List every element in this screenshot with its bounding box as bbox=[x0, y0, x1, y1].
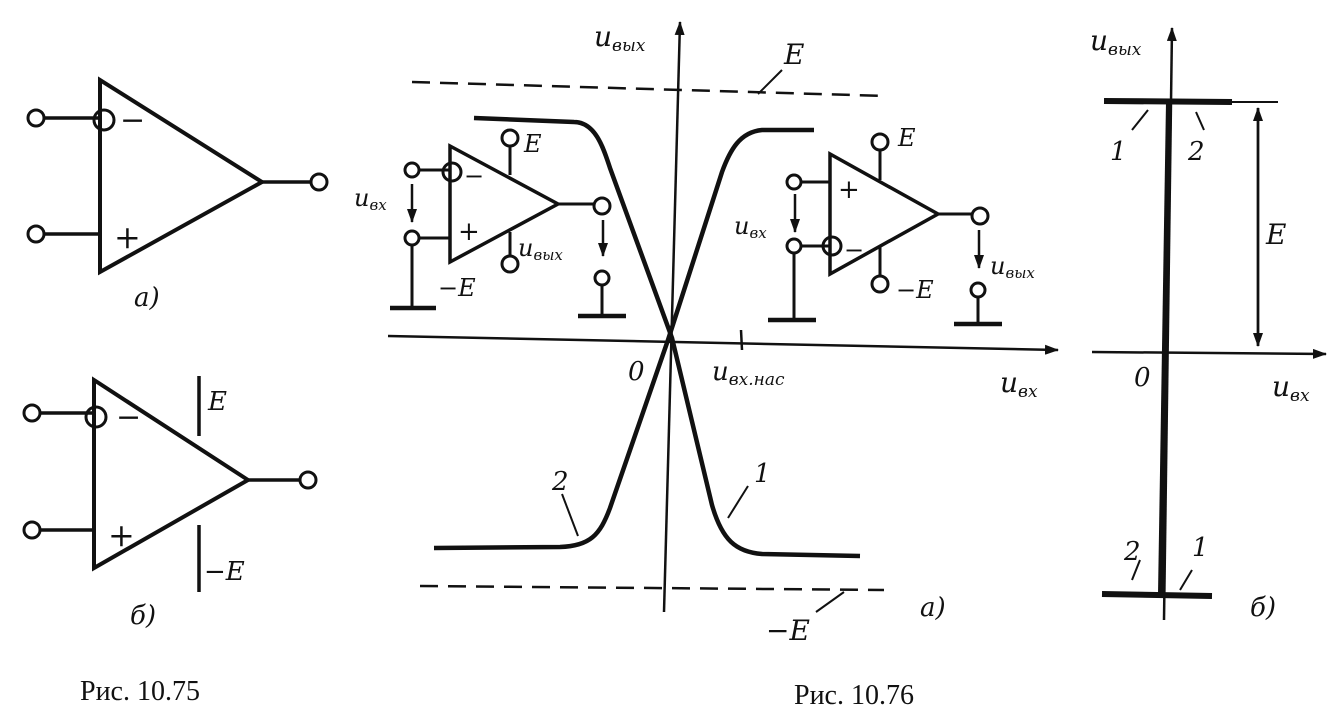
x-axis bbox=[387, 334, 1059, 355]
saturation-tick-mark bbox=[739, 329, 744, 351]
inset-noninverting-supply-neg: −E bbox=[896, 276, 934, 304]
ideal-origin-label: 0 bbox=[1134, 363, 1151, 393]
curve-2-label: 2 bbox=[551, 467, 569, 497]
opamp-a-inversion-circle bbox=[92, 108, 116, 132]
ideal-x-axis bbox=[1091, 348, 1327, 359]
opamp-b-triangle bbox=[92, 376, 252, 572]
ideal-x-axis-label: uвх bbox=[1272, 370, 1310, 406]
y-axis-label: uвых bbox=[594, 20, 646, 56]
opamp-b-input-terminal-inverting bbox=[22, 403, 42, 423]
ideal-bottom-1-label: 1 bbox=[1192, 533, 1209, 563]
y-axis bbox=[662, 21, 685, 613]
inset-noninverting-supply-pos: E bbox=[897, 124, 916, 152]
fig76-b-label: б) bbox=[1250, 593, 1276, 623]
inset-noninverting-input-label: uвх bbox=[734, 212, 767, 242]
curve-1-leader bbox=[727, 485, 749, 519]
opamp-a-input-terminal-inverting bbox=[26, 108, 46, 128]
level-neg-label: −E bbox=[766, 614, 810, 647]
fig76-caption: Рис. 10.76 bbox=[794, 680, 914, 711]
inset-inverting-plus: + bbox=[458, 217, 480, 247]
inset-noninverting-amplifier: + − E −E uвх uвых bbox=[734, 124, 1035, 327]
ideal-vertical-transition bbox=[1158, 101, 1172, 595]
curve-2-leader bbox=[561, 493, 579, 537]
ideal-bottom-1-leader bbox=[1179, 569, 1193, 591]
inset-noninverting-output-label: uвых bbox=[990, 252, 1035, 282]
opamp-a-plus-sign: + bbox=[114, 218, 141, 256]
inset-inverting-output-label: uвых bbox=[518, 234, 563, 264]
ideal-span-label: E bbox=[1265, 218, 1286, 251]
ideal-y-axis-label: uвых bbox=[1090, 24, 1142, 60]
ideal-characteristic-chart: uвых uвх 0 E 1 2 2 1 bbox=[1090, 24, 1327, 621]
inset-inverting-supply-neg: −E bbox=[438, 274, 476, 302]
opamp-b-output-terminal bbox=[298, 470, 318, 490]
curve-2-noninverting bbox=[433, 127, 814, 551]
opamp-a-minus-sign: − bbox=[120, 103, 145, 138]
ideal-top-1-leader bbox=[1131, 109, 1149, 131]
fig76-a-label: а) bbox=[920, 593, 946, 623]
ideal-top-2-leader bbox=[1195, 111, 1205, 131]
x-axis-label: uвх bbox=[1000, 366, 1038, 402]
ideal-bottom-2-leader bbox=[1131, 559, 1141, 581]
level-pos-label: E bbox=[783, 38, 804, 71]
ideal-top-1-label: 1 bbox=[1110, 137, 1127, 167]
level-neg-leader bbox=[815, 591, 845, 613]
inset-noninverting-minus: − bbox=[844, 236, 864, 264]
inset-inverting-supply-pos: E bbox=[523, 130, 542, 158]
inset-inverting-amplifier: − + E −E uвх uвых bbox=[354, 128, 626, 319]
curve-1-inverting bbox=[473, 115, 861, 559]
opamp-a-triangle bbox=[98, 76, 266, 276]
ideal-top-level bbox=[1103, 98, 1233, 105]
opamp-b-plus-sign: + bbox=[108, 516, 135, 554]
opamp-a-symbol: − + bbox=[26, 76, 329, 276]
opamp-b-supply-pos-label: E bbox=[207, 387, 227, 417]
transfer-characteristic-chart: − + E −E uвх uвых bbox=[354, 20, 1059, 647]
opamp-b-symbol: − + E −E bbox=[22, 376, 318, 592]
ideal-bottom-2-label: 2 bbox=[1123, 537, 1141, 567]
level-pos-dashed bbox=[411, 80, 887, 98]
ideal-top-2-label: 2 bbox=[1187, 137, 1205, 167]
inset-inverting-minus: − bbox=[464, 162, 484, 190]
fig75-a-label: а) bbox=[134, 283, 160, 313]
ideal-bottom-level bbox=[1101, 591, 1213, 599]
opamp-b-supply-neg-label: −E bbox=[204, 557, 245, 587]
origin-label: 0 bbox=[628, 357, 645, 387]
inset-inverting-input-label: uвх bbox=[354, 184, 387, 214]
opamp-b-input-terminal-noninverting bbox=[22, 520, 42, 540]
opamp-a-input-terminal-noninverting bbox=[26, 224, 46, 244]
level-neg-dashed bbox=[419, 584, 885, 592]
saturation-label: uвх.нас bbox=[712, 357, 785, 390]
opamp-b-inversion-circle bbox=[84, 405, 108, 429]
opamp-a-output-terminal bbox=[309, 172, 329, 192]
level-pos-leader bbox=[757, 69, 783, 95]
opamp-b-minus-sign: − bbox=[116, 400, 141, 435]
fig75-b-label: б) bbox=[130, 601, 156, 631]
curve-1-label: 1 bbox=[754, 459, 771, 489]
inset-noninverting-plus: + bbox=[838, 175, 860, 205]
fig75-caption: Рис. 10.75 bbox=[80, 676, 200, 707]
